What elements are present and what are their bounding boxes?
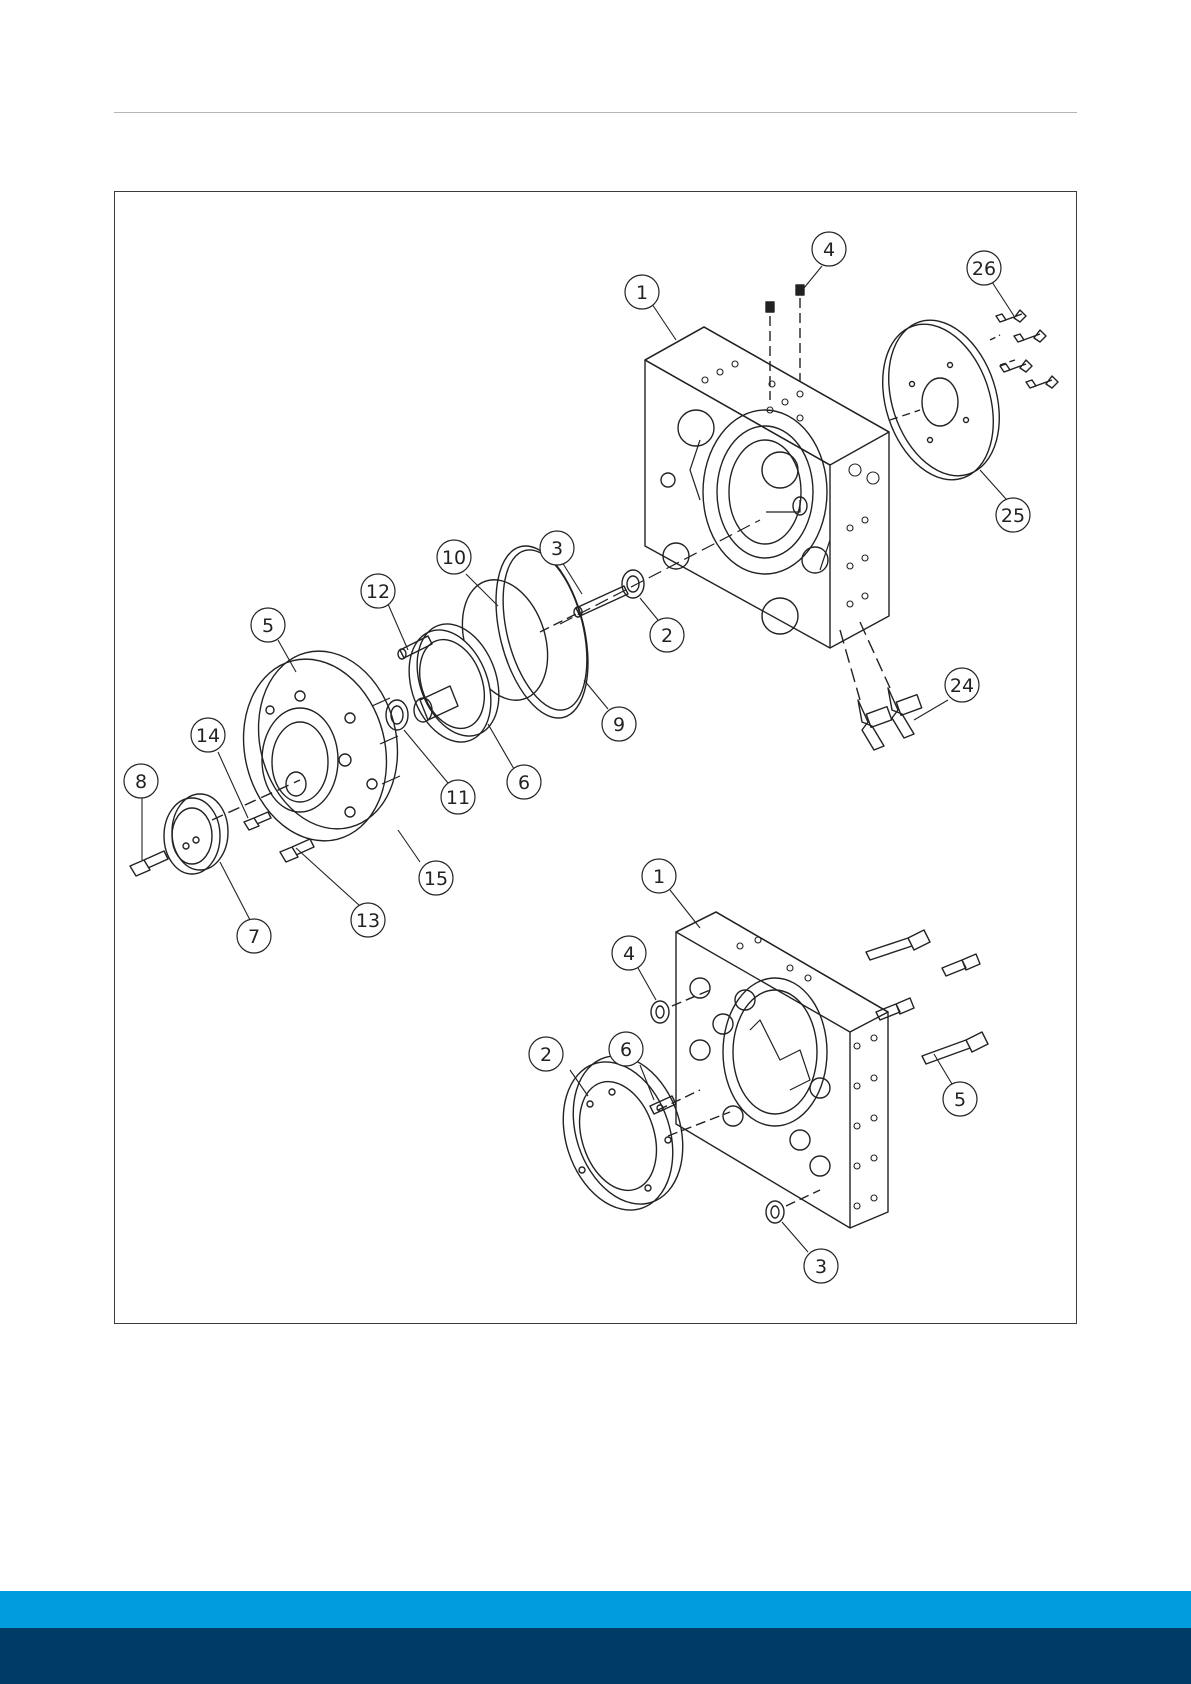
callout-upper-3: 3	[540, 531, 574, 565]
callout-lower-5: 5	[943, 1082, 977, 1116]
callout-upper-6-label: 6	[518, 772, 530, 794]
callout-upper-6: 6	[507, 765, 541, 799]
callout-lower-1: 1	[642, 859, 676, 893]
callout-upper-8: 8	[124, 764, 158, 798]
callout-upper-14: 14	[191, 718, 225, 752]
callout-upper-14-label: 14	[196, 725, 220, 747]
callout-upper-9-label: 9	[613, 714, 625, 736]
callout-lower-5-label: 5	[954, 1089, 966, 1111]
callout-upper-25-label: 25	[1001, 505, 1025, 527]
callout-upper-13-label: 13	[356, 910, 380, 932]
callout-upper-3-label: 3	[551, 538, 563, 560]
callout-upper-10: 10	[437, 540, 471, 574]
callout-upper-1-label: 1	[636, 282, 648, 304]
callout-lower-1-label: 1	[653, 866, 665, 888]
callout-lower-6: 6	[609, 1032, 643, 1066]
callout-lower-4-label: 4	[623, 943, 635, 965]
callout-upper-26: 26	[967, 251, 1001, 285]
callout-lower-3-label: 3	[815, 1256, 827, 1278]
small-ring	[386, 700, 408, 730]
footer-band-dark	[0, 1628, 1191, 1684]
callout-upper-2-label: 2	[661, 625, 673, 647]
callout-upper-15: 15	[419, 861, 453, 895]
housing-block-upper	[645, 327, 889, 648]
callout-upper-26-label: 26	[972, 258, 996, 280]
quick-couplings	[840, 622, 922, 750]
callout-upper-13: 13	[351, 903, 385, 937]
callout-lower-2-label: 2	[540, 1044, 552, 1066]
callout-upper-7: 7	[237, 919, 271, 953]
piston	[394, 613, 513, 754]
callout-upper-25: 25	[996, 498, 1030, 532]
callout-lower-6-label: 6	[620, 1039, 632, 1061]
shaft-and-bearing	[540, 570, 644, 632]
cover-bolts	[990, 310, 1058, 388]
callout-upper-8-label: 8	[135, 771, 147, 793]
callout-upper-24-label: 24	[950, 675, 974, 697]
callout-upper-5: 5	[251, 608, 285, 642]
callout-upper-11-label: 11	[446, 787, 470, 809]
callout-lower-3: 3	[804, 1249, 838, 1283]
callout-lower-2: 2	[529, 1037, 563, 1071]
callout-upper-24: 24	[945, 668, 979, 702]
flange	[225, 636, 416, 856]
callout-upper-5-label: 5	[262, 615, 274, 637]
callout-upper-12: 12	[361, 574, 395, 608]
callout-upper-11: 11	[441, 780, 475, 814]
housing-block-lower	[676, 912, 888, 1228]
callout-upper-9: 9	[602, 707, 636, 741]
callout-upper-12-label: 12	[366, 581, 390, 603]
footer-band-light	[0, 1591, 1191, 1628]
callout-upper-15-label: 15	[424, 868, 448, 890]
callout-upper-4: 4	[812, 232, 846, 266]
callout-upper-7-label: 7	[248, 926, 260, 948]
callout-upper-2: 2	[650, 618, 684, 652]
callout-upper-10-label: 10	[442, 547, 466, 569]
callout-upper-1: 1	[625, 275, 659, 309]
callout-upper-4-label: 4	[823, 239, 835, 261]
callout-lower-4: 4	[612, 936, 646, 970]
